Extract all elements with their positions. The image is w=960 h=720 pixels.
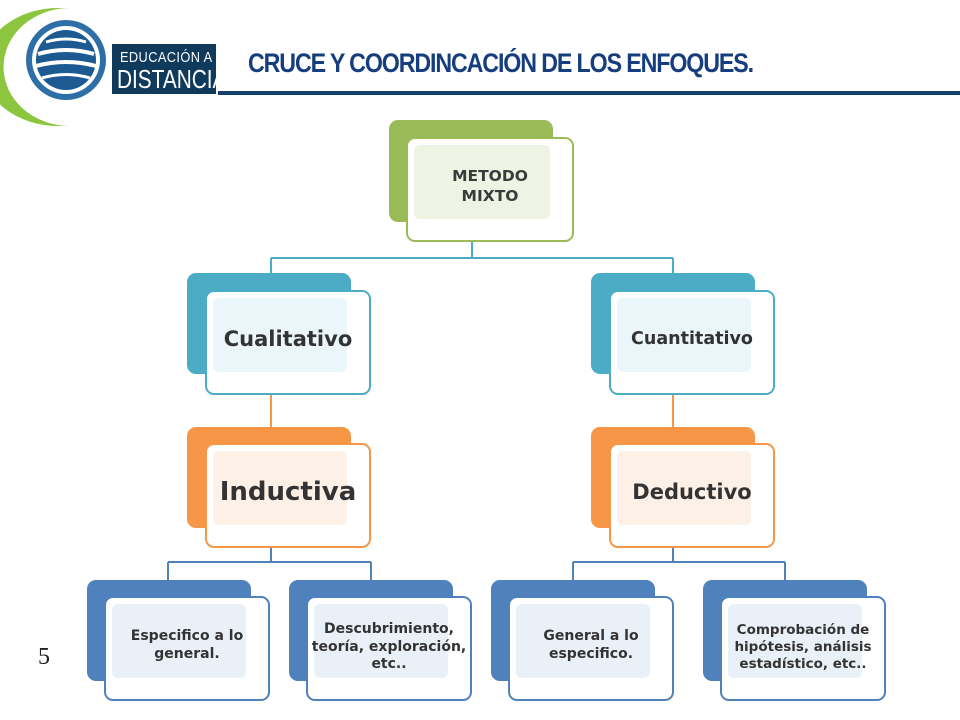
leaf-4-label: Comprobación de hipótesis, análisis esta… [734, 622, 872, 672]
inductive-label: Inductiva [219, 477, 357, 508]
logo-text-bottom: DISTANCIA [117, 64, 227, 94]
logo-plate [112, 44, 216, 94]
leaf-3-label: General a lo especifico. [543, 628, 639, 662]
page-number: 5 [38, 644, 50, 670]
root-label: METODO MIXTO [452, 167, 528, 205]
leaf-1-label: Especifico a lo general. [130, 628, 244, 662]
deductive-node-fill [617, 451, 751, 525]
leaf-2-label: Descubrimiento, teoría, exploración, etc… [311, 621, 467, 673]
quantitative-node: Cuantitativo [609, 290, 775, 395]
qualitative-node-fill [213, 298, 347, 372]
inductive-node: Inductiva [205, 443, 371, 548]
root-node: METODO MIXTO [406, 137, 574, 242]
quantitative-label: Cuantitativo [631, 328, 753, 349]
leaf-3-fill [516, 604, 650, 678]
leaf-specific-to-general: Especifico a lo general. [104, 596, 270, 701]
leaf-general-to-specific: General a lo especifico. [508, 596, 674, 701]
slide-title: CRUCE Y COORDINCACIÓN DE LOS ENFOQUES. [248, 48, 754, 78]
root-node-fill [414, 145, 550, 219]
inductive-node-fill [213, 451, 347, 525]
deductive-node: Deductivo [609, 443, 775, 548]
qualitative-node: Cualitativo [205, 290, 371, 395]
leaf-4-fill [728, 604, 862, 678]
leaf-2-fill [314, 604, 448, 678]
leaf-1-fill [112, 604, 246, 678]
logo-text-top: EDUCACIÓN A [120, 49, 213, 66]
qualitative-label: Cualitativo [223, 327, 353, 352]
deductive-label: Deductivo [632, 480, 752, 505]
header-divider [218, 91, 960, 95]
leaf-discovery: Descubrimiento, teoría, exploración, etc… [306, 596, 472, 701]
leaf-hypothesis-testing: Comprobación de hipótesis, análisis esta… [720, 596, 886, 701]
quantitative-node-fill [617, 298, 751, 372]
globe-icon [26, 20, 106, 100]
